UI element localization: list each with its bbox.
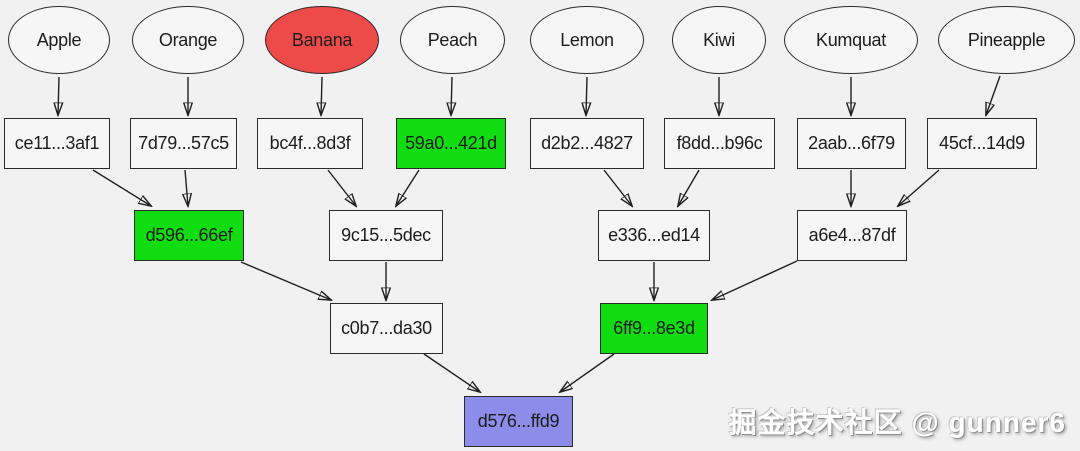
hash-label: e336...ed14 (608, 225, 700, 245)
edge-leaf5-e336 (678, 169, 700, 206)
hash-label: f8dd...b96c (676, 133, 763, 153)
hash-label: 59a0...421d (405, 133, 497, 153)
branch-hash-node-c0b7: c0b7...da30 (330, 303, 443, 354)
fruit-label: Banana (291, 29, 353, 50)
fruit-node-pineapple: Pineapple (938, 6, 1075, 74)
branch-hash-node-9c15: 9c15...5dec (329, 210, 443, 261)
hash-label: bc4f...8d3f (269, 133, 351, 153)
branch-hash-node-6ff9-changed: 6ff9...8e3d (600, 303, 708, 354)
fruit-label: Kiwi (703, 29, 735, 50)
leaf-hash-node-4: d2b2...4827 (530, 118, 644, 169)
hash-label: a6e4...87df (808, 225, 896, 245)
leaf-hash-node-0: ce11...3af1 (4, 118, 110, 169)
fruit-node-kumquat: Kumquat (784, 6, 918, 74)
hash-label: ce11...3af1 (14, 133, 100, 153)
edge-peach-leaf (451, 76, 452, 115)
watermark: 掘金技术社区 @ gunner6 (728, 407, 1066, 438)
edge-leaf0-d596 (92, 169, 151, 206)
edge-6ff9-root (560, 353, 615, 392)
fruit-label: Apple (36, 29, 82, 50)
hash-label: d596...66ef (145, 225, 233, 245)
hash-label: c0b7...da30 (341, 318, 432, 338)
fruit-node-kiwi: Kiwi (672, 6, 766, 74)
edge-banana-leaf (321, 76, 322, 115)
hash-label: 45cf...14d9 (939, 133, 1025, 153)
edge-leaf7-a6e4 (898, 169, 940, 206)
branch-hash-node-e336: e336...ed14 (598, 210, 710, 261)
branch-hash-node-a6e4: a6e4...87df (797, 210, 907, 261)
hash-label: 7d79...57c5 (138, 133, 229, 153)
fruit-label: Peach (427, 29, 478, 50)
edge-d596-c0b7 (240, 261, 331, 300)
edge-leaf2-9c15 (327, 169, 356, 206)
leaf-hash-node-6: 2aab...6f79 (797, 118, 906, 169)
hash-label: 9c15...5dec (341, 225, 431, 245)
root-hash-node: d576...ffd9 (464, 396, 573, 447)
fruit-node-lemon: Lemon (530, 6, 644, 74)
edge-leaf1-d596 (185, 169, 188, 206)
fruit-node-apple: Apple (8, 6, 110, 74)
hash-label: 6ff9...8e3d (613, 318, 695, 338)
fruit-label: Lemon (560, 29, 614, 50)
edge-leaf3-9c15 (396, 169, 420, 206)
hash-label: d2b2...4827 (541, 133, 633, 153)
edge-c0b7-root (423, 353, 480, 392)
edge-leaf4-e336 (603, 169, 632, 206)
fruit-node-banana-changed: Banana (265, 6, 379, 74)
fruit-label: Pineapple (967, 29, 1046, 50)
leaf-hash-node-7: 45cf...14d9 (927, 118, 1037, 169)
leaf-hash-node-2: bc4f...8d3f (257, 118, 363, 169)
fruit-node-peach: Peach (400, 6, 505, 74)
edge-pineapple-leaf (986, 75, 1001, 115)
hash-label: 2aab...6f79 (808, 133, 895, 153)
fruit-node-orange: Orange (132, 6, 244, 74)
fruit-label: Orange (158, 29, 218, 50)
edge-apple-leaf (58, 76, 59, 115)
hash-label: d576...ffd9 (477, 411, 560, 431)
leaf-hash-node-1: 7d79...57c5 (130, 118, 237, 169)
branch-hash-node-d596-changed: d596...66ef (134, 210, 244, 261)
fruit-label: Kumquat (816, 29, 886, 50)
leaf-hash-node-3-changed: 59a0...421d (396, 118, 506, 169)
edge-lemon-leaf (586, 76, 587, 115)
leaf-hash-node-5: f8dd...b96c (664, 118, 775, 169)
edge-a6e4-6ff9 (712, 260, 798, 300)
